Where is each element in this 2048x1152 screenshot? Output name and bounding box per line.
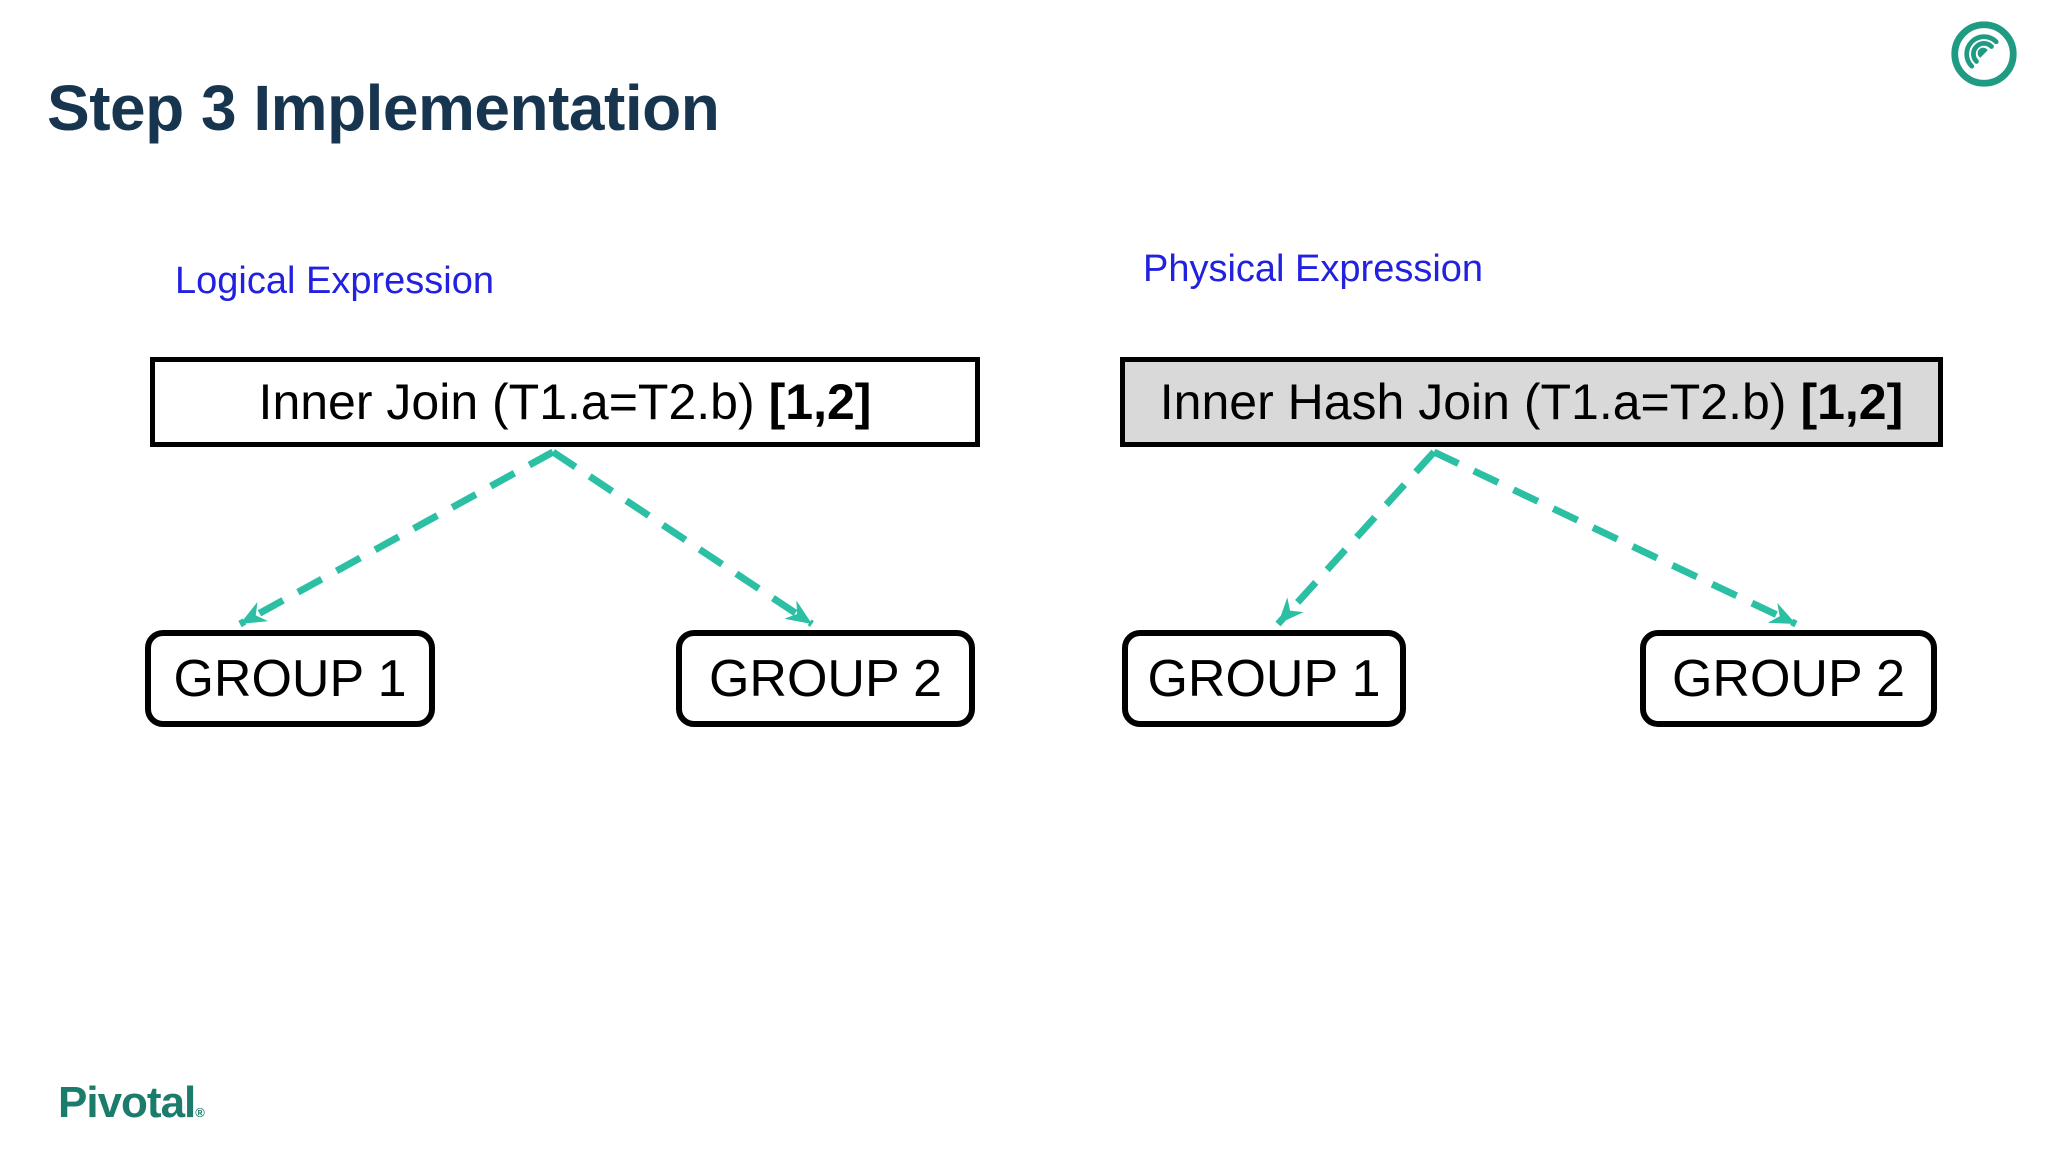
expression-text: Inner Hash Join (T1.a=T2.b): [1159, 374, 1787, 430]
expression-cardinality: [1,2]: [768, 374, 872, 430]
group-box: GROUP 1: [145, 630, 435, 727]
group-box: GROUP 1: [1122, 630, 1406, 727]
registered-mark: ®: [195, 1105, 205, 1120]
panel-label-physical: Physical Expression: [1143, 248, 1484, 290]
greenplum-logo-icon: [1950, 20, 2018, 88]
group-box: GROUP 2: [676, 630, 975, 727]
dashed-arrow-logical-group2: [551, 449, 814, 627]
dashed-arrow-physical-group2: [1432, 448, 1798, 628]
expression-box-logical: Inner Join (T1.a=T2.b) [1,2]: [150, 357, 980, 447]
panel-label-logical: Logical Expression: [175, 260, 494, 302]
expression-cardinality: [1,2]: [1800, 374, 1904, 430]
slide-title: Step 3 Implementation: [47, 71, 720, 144]
pivotal-wordmark: Pivotal®: [58, 1078, 205, 1128]
group-box: GROUP 2: [1640, 630, 1937, 727]
expression-box-physical: Inner Hash Join (T1.a=T2.b) [1,2]: [1120, 357, 1943, 447]
expression-text: Inner Join (T1.a=T2.b): [258, 374, 755, 430]
pivotal-wordmark-text: Pivotal: [58, 1078, 196, 1127]
dashed-arrow-physical-group1: [1275, 449, 1437, 627]
dashed-arrow-logical-group1: [238, 448, 555, 628]
